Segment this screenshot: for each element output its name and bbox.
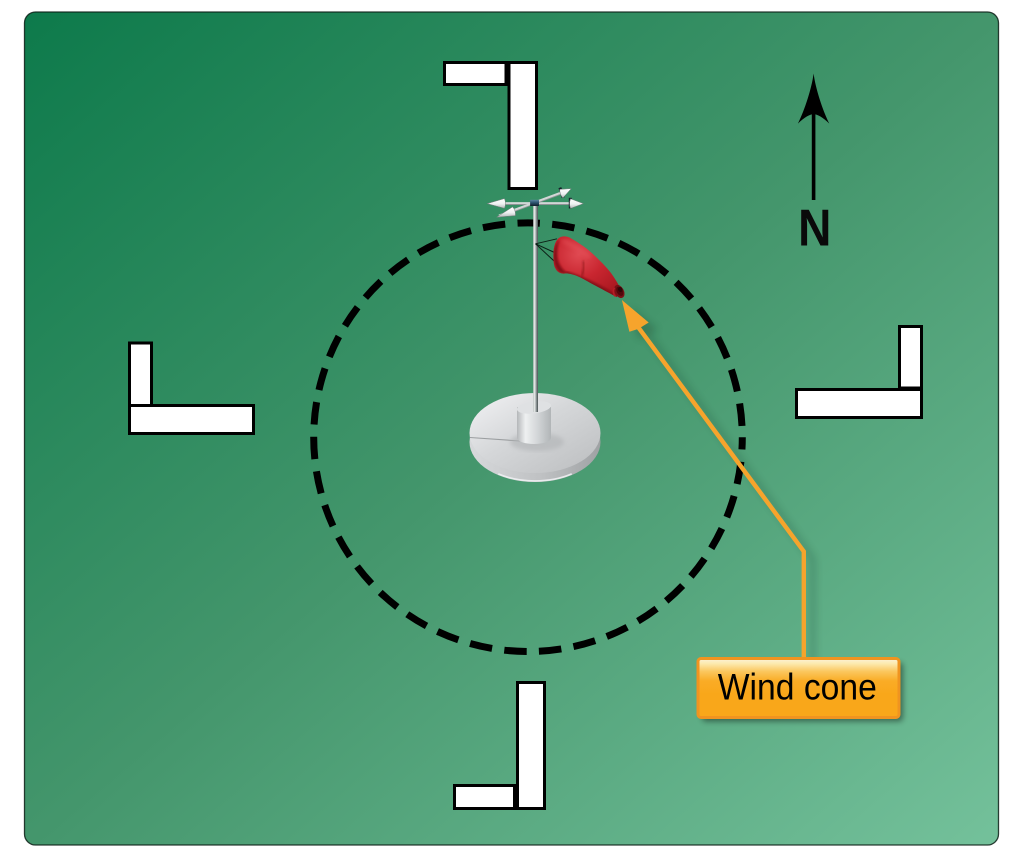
svg-text:N: N: [798, 200, 831, 257]
svg-text:Wind cone: Wind cone: [718, 667, 877, 708]
